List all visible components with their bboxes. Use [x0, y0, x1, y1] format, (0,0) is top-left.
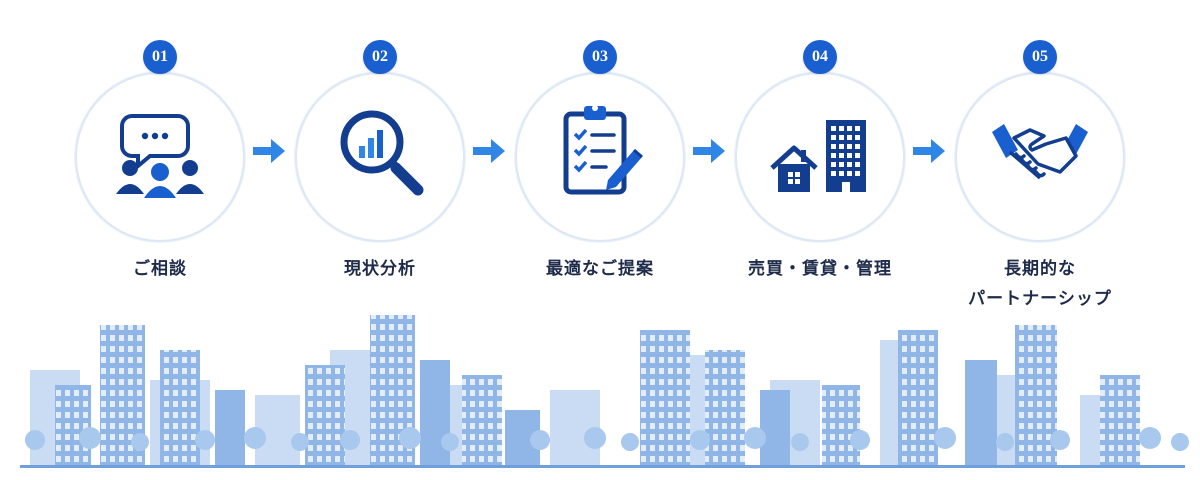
step-number-badge: 02: [363, 40, 397, 74]
step-1: 01 ご相談: [50, 32, 270, 322]
city-skyline-illustration: [20, 315, 1189, 468]
clipboard-checklist-icon: [563, 105, 643, 195]
step-label: 現状分析: [344, 259, 416, 279]
step-number-badge: 04: [803, 40, 837, 74]
step-2: 02 現状分析: [270, 32, 490, 322]
arrow-right-icon: [473, 139, 505, 163]
magnifier-bar-chart-icon: [340, 110, 424, 196]
step-number-badge: 03: [583, 40, 617, 74]
step-label: 最適なご提案: [546, 259, 654, 279]
step-number-badge: 01: [143, 40, 177, 74]
arrow-right-icon: [253, 139, 285, 163]
step-5: 05 長期的な パートナーシップ: [930, 32, 1150, 322]
step-label-line1: 長期的な: [1004, 259, 1076, 279]
step-circle: [735, 72, 905, 242]
step-label: 長期的な パートナーシップ: [930, 254, 1150, 314]
handshake-icon: [992, 124, 1088, 180]
step-label: ご相談: [133, 259, 187, 279]
step-number-badge: 05: [1023, 40, 1057, 74]
house-building-icon: [770, 120, 866, 192]
step-4: 04 売買・賃貸・管理: [710, 32, 930, 322]
consultation-chat-people-icon: [116, 114, 204, 198]
step-3: 03 最適なご提案: [490, 32, 710, 322]
arrow-right-icon: [693, 139, 725, 163]
step-label-line2: パートナーシップ: [968, 289, 1112, 309]
step-label: 売買・賃貸・管理: [748, 259, 892, 279]
arrow-right-icon: [913, 139, 945, 163]
